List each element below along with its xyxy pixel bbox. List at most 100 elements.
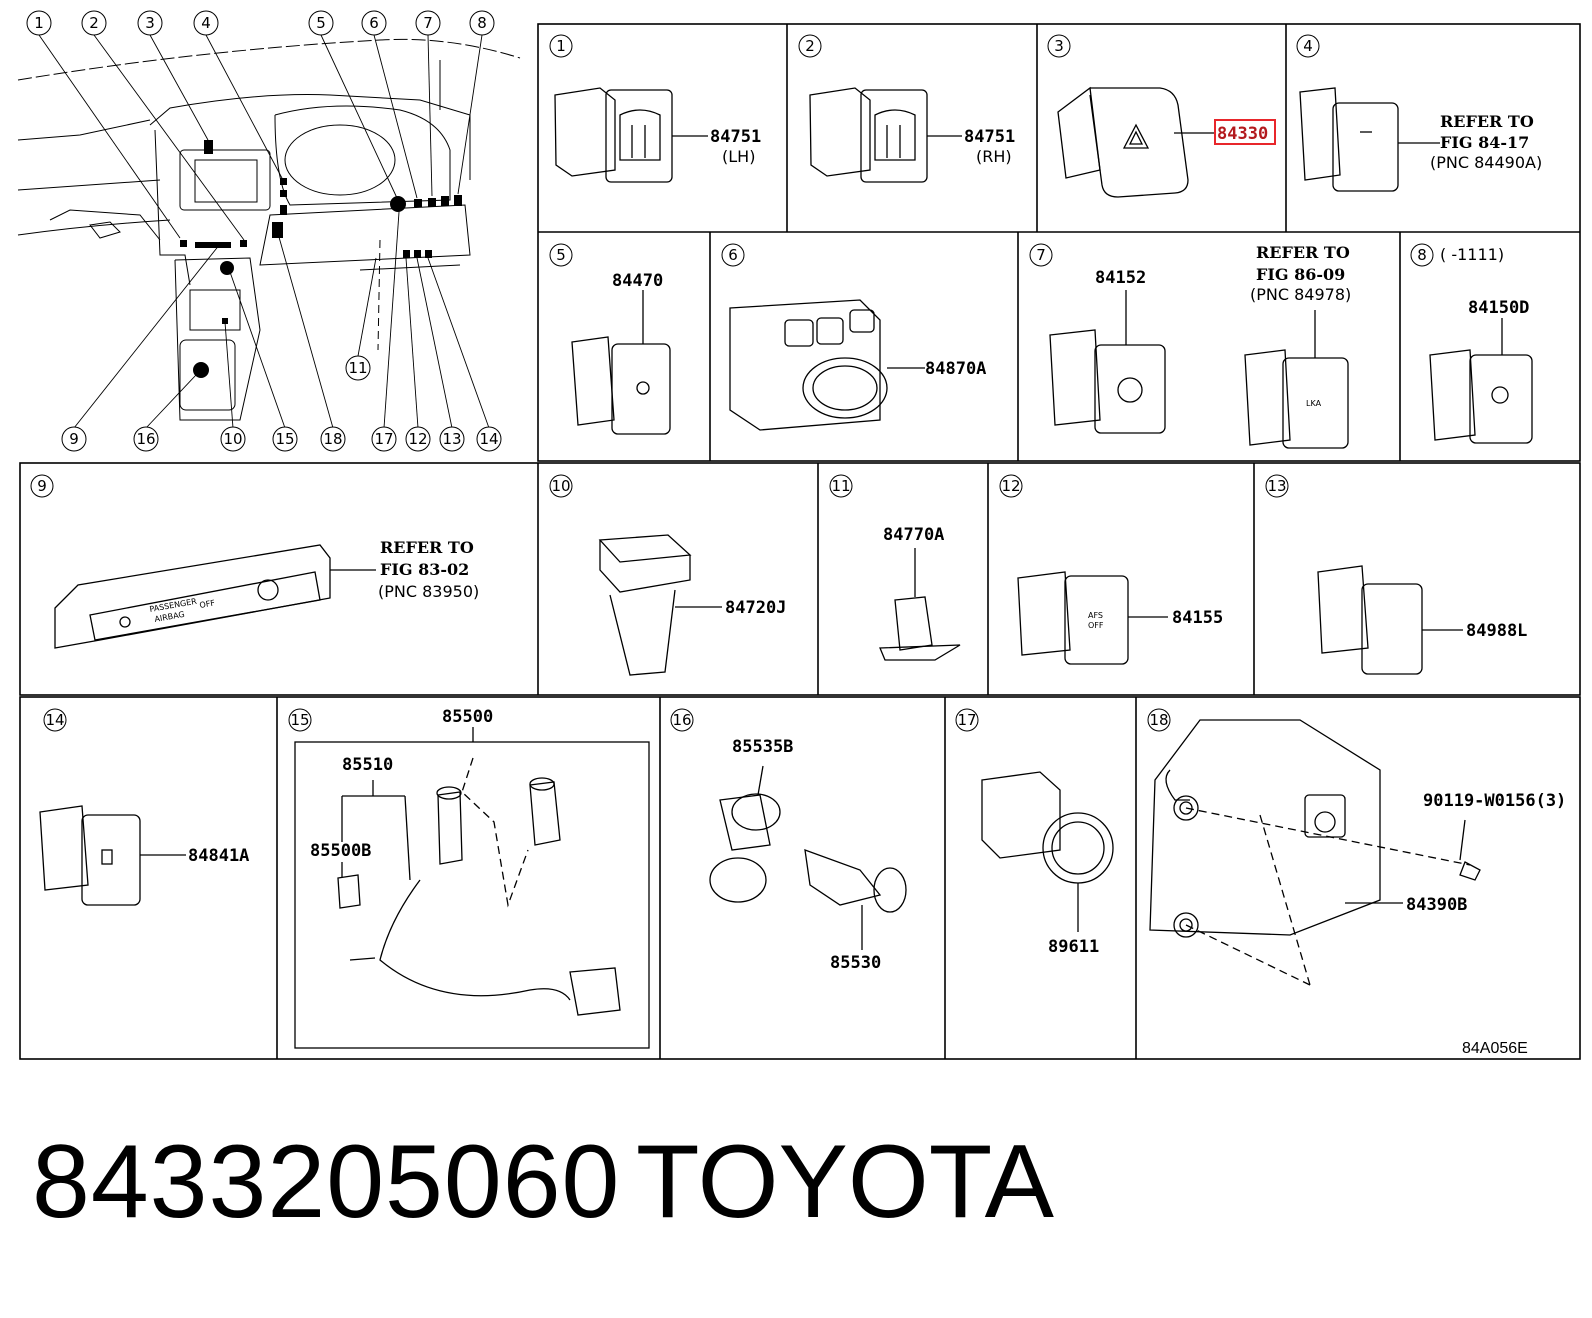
- footer-brand: TOYOTA: [636, 1124, 1054, 1240]
- afs-off-switch-drawing: [1017, 571, 1168, 665]
- refer-pnc-p4: (PNC 84490A): [1430, 153, 1542, 172]
- lka-label: LKA: [1306, 399, 1322, 408]
- parking-brake-switch-drawing: [1149, 719, 1481, 986]
- refer-label-p7: REFER TO: [1256, 243, 1350, 262]
- part-label-p3: 84330: [1217, 124, 1268, 144]
- refer-fig-p9: FIG 83-02: [380, 560, 469, 579]
- panel-number-15: 15: [290, 711, 309, 729]
- refer-fig-p7: FIG 86-09: [1256, 265, 1345, 284]
- callout-1: 1: [26, 10, 52, 36]
- part-label-p6: 84870A: [925, 359, 986, 379]
- callout-18: 18: [320, 426, 346, 452]
- lka-switch-drawing: [1244, 310, 1349, 449]
- panel-numbers: [30, 34, 1434, 732]
- callout-2: 2: [81, 10, 107, 36]
- part-side-p1: (LH): [722, 147, 755, 166]
- part-label-p1: 84751: [710, 127, 761, 147]
- svg-text:17: 17: [374, 430, 393, 448]
- part-label-p8: 84150D: [1468, 298, 1529, 318]
- part-label-p15-a: 85510: [342, 755, 393, 775]
- svg-text:1: 1: [34, 14, 44, 32]
- hazard-switch-84330-drawing: [1057, 86, 1214, 198]
- svg-text:3: 3: [145, 14, 155, 32]
- afs-label: AFS: [1088, 611, 1103, 620]
- refer-label-p4: REFER TO: [1440, 112, 1534, 131]
- panel-number-3: 3: [1054, 37, 1064, 55]
- svg-text:10: 10: [223, 430, 242, 448]
- callout-5: 5: [308, 10, 334, 36]
- panel-number-5: 5: [556, 246, 566, 264]
- socket-cover-drawing: [709, 765, 907, 950]
- callout-14: 14: [476, 426, 502, 452]
- part-label-p16-a: 85535B: [732, 737, 793, 757]
- afs-off-label: OFF: [1088, 621, 1104, 630]
- refer-label-p9: REFER TO: [380, 538, 474, 557]
- overview-callouts: 1 2 3 4 5 6 7 8 9 16 10 15 18 11 17 12 1…: [26, 10, 502, 452]
- part-label-p11: 84770A: [883, 525, 944, 545]
- part-label-p17: 89611: [1048, 937, 1099, 957]
- footer-part-number: 8433205060: [32, 1124, 621, 1240]
- callout-3: 3: [137, 10, 163, 36]
- svg-text:9: 9: [69, 430, 79, 448]
- panel-number-18: 18: [1149, 711, 1168, 729]
- switch-84770a-drawing: [879, 548, 961, 661]
- part-label-p14: 84841A: [188, 846, 249, 866]
- svg-text:12: 12: [408, 430, 427, 448]
- panel-number-14: 14: [45, 711, 64, 729]
- callout-12: 12: [405, 426, 431, 452]
- svg-text:11: 11: [348, 359, 367, 377]
- highlighted-part-box: [1214, 119, 1276, 145]
- mirror-switch-84870a-drawing: [729, 299, 925, 431]
- svg-text:5: 5: [316, 14, 326, 32]
- bolt-label-p18: 90119-W0156(3): [1423, 791, 1566, 811]
- dashboard-overview: [17, 38, 521, 421]
- panel-number-16: 16: [672, 711, 691, 729]
- callout-6: 6: [361, 10, 387, 36]
- svg-text:13: 13: [442, 430, 461, 448]
- panel-number-2: 2: [805, 37, 815, 55]
- part-side-p2: (RH): [976, 147, 1012, 166]
- panel-number-4: 4: [1303, 37, 1313, 55]
- refer-fig-p4: FIG 84-17: [1440, 133, 1529, 152]
- callout-4: 4: [193, 10, 219, 36]
- part-label-p5: 84470: [612, 271, 663, 291]
- svg-text:15: 15: [275, 430, 294, 448]
- panel-number-13: 13: [1267, 477, 1286, 495]
- panel-number-11: 11: [831, 477, 850, 495]
- part-label-p7: 84152: [1095, 268, 1146, 288]
- airbag-indicator-drawing: [54, 544, 376, 649]
- callout-11: 11: [345, 355, 371, 381]
- parking-switch-drawing: [1299, 87, 1440, 192]
- callout-leaders: [38, 34, 490, 429]
- switch-84152-drawing: [1049, 290, 1166, 434]
- part-label-p10: 84720J: [725, 598, 786, 618]
- figure-code: 84A056E: [1462, 1040, 1528, 1057]
- svg-text:6: 6: [369, 14, 379, 32]
- callout-15: 15: [272, 426, 298, 452]
- switch-84751-lh-drawing: [554, 87, 708, 183]
- svg-text:8: 8: [477, 14, 487, 32]
- svg-text:2: 2: [89, 14, 99, 32]
- panel-number-7: 7: [1036, 246, 1046, 264]
- svg-text:16: 16: [136, 430, 155, 448]
- push-start-switch-drawing: [981, 771, 1114, 932]
- panel-number-1: 1: [556, 37, 566, 55]
- switch-84751-rh-drawing: [809, 87, 962, 183]
- off-label: OFF: [199, 598, 216, 610]
- part-label-p15-b: 85500B: [310, 841, 371, 861]
- part-label-p13: 84988L: [1466, 621, 1527, 641]
- part-label-p12: 84155: [1172, 608, 1223, 628]
- callout-13: 13: [439, 426, 465, 452]
- panel-number-6: 6: [728, 246, 738, 264]
- callout-10: 10: [220, 426, 246, 452]
- switch-84470-drawing: [571, 290, 671, 435]
- panel-number-8: 8: [1417, 246, 1427, 264]
- part-label-p2: 84751: [964, 127, 1015, 147]
- svg-text:7: 7: [423, 14, 433, 32]
- svg-text:18: 18: [323, 430, 342, 448]
- panel-number-9: 9: [37, 477, 47, 495]
- panel-number-10: 10: [551, 477, 570, 495]
- fuel-door-switch-drawing: [39, 805, 186, 906]
- power-outlet-assembly-drawing: [294, 727, 650, 1049]
